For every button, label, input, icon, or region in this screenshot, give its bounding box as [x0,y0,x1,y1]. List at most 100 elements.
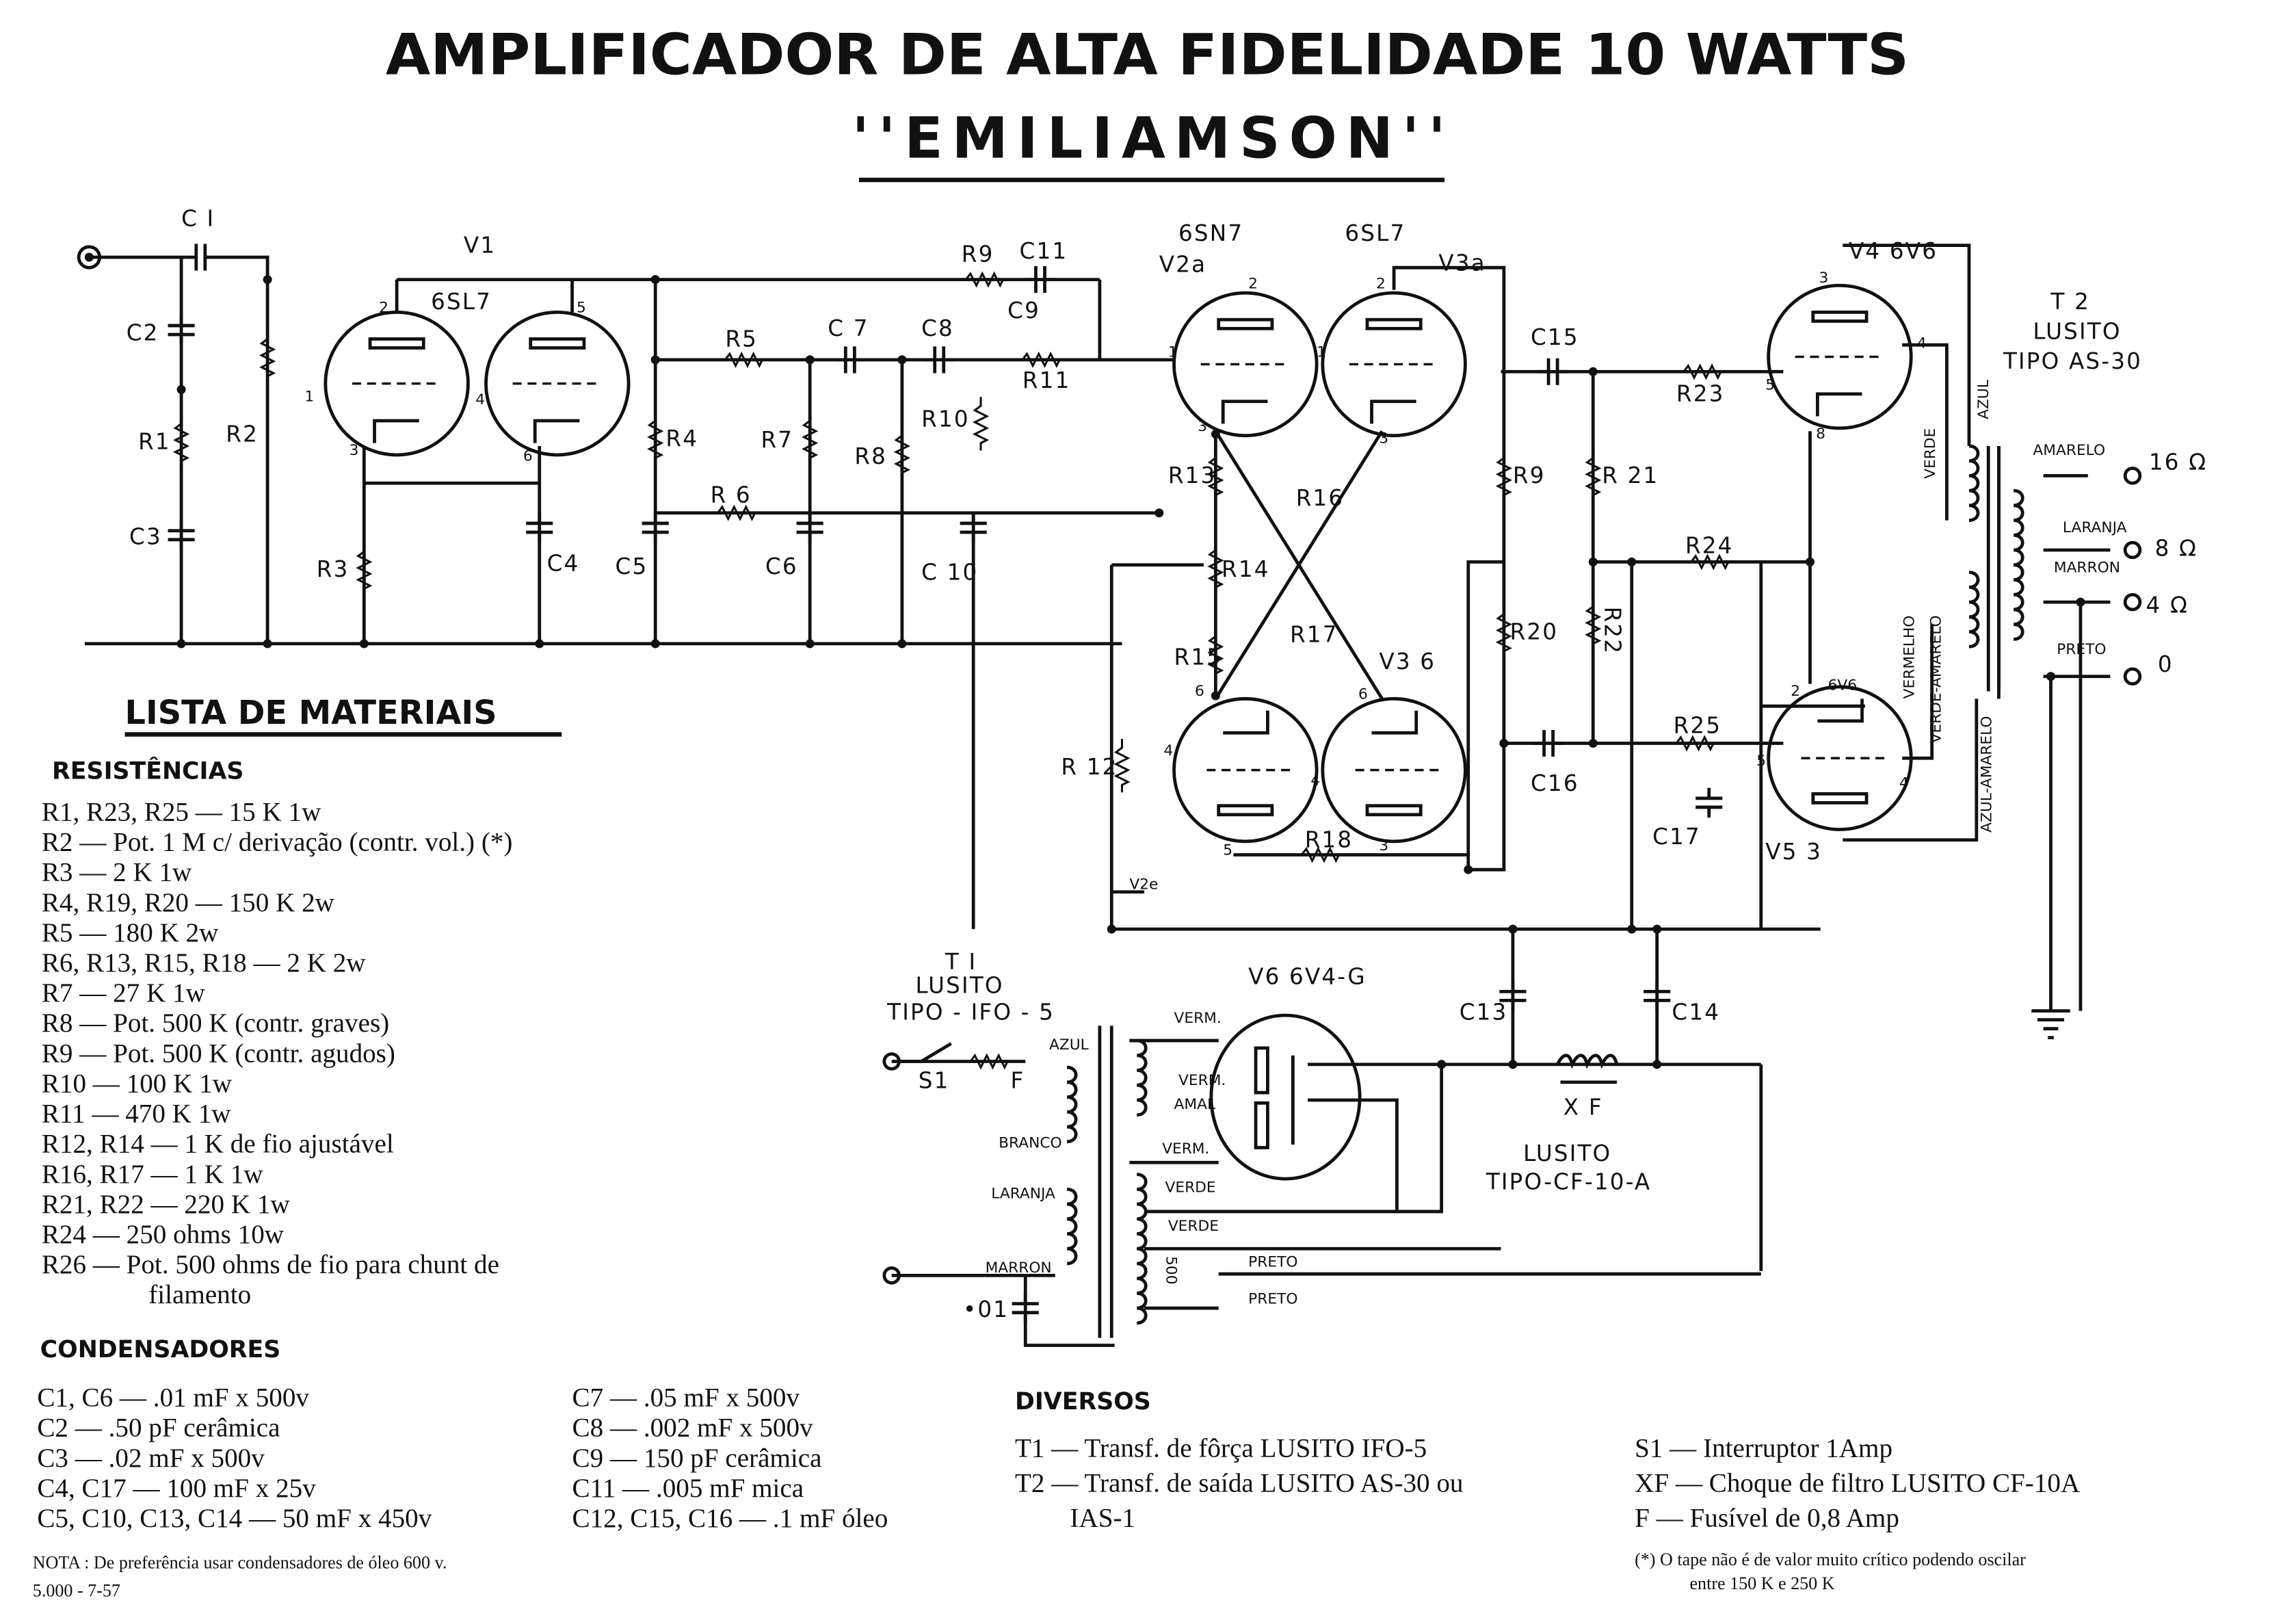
t2-output-color: LARANJA [2063,519,2127,536]
label-v3b: V3 6 [1379,649,1436,675]
capacitors-heading: CONDENSADORES [40,1336,281,1363]
pin-label: 1 [304,389,314,406]
resistor-item: R3 — 2 K 1w [42,858,192,887]
pin-label: 6 [1195,683,1204,700]
resistor-item: filamento [148,1280,251,1309]
pin-label: 6 [523,448,533,465]
label-v6: V6 6V4-G [1248,963,1367,989]
resistor-item: R6, R13, R15, R18 — 2 K 2w [42,948,366,978]
label-c3: C3 [129,523,162,549]
label-c7: C 7 [828,315,869,341]
pin-label: 5 [1756,753,1766,770]
print-code: 5.000 - 7-57 [33,1581,120,1601]
capacitor-item: C8 — .002 mF x 500v [572,1413,813,1443]
tube-v3a [1323,293,1466,436]
label-r15: R15 [1174,644,1223,670]
misc-item: T2 — Transf. de saída LUSITO AS-30 ou [1015,1469,1463,1498]
tube-v3b [1323,698,1466,841]
t2-wire-verde: VERDE [1922,428,1939,479]
pin-label: 1 [1168,344,1178,361]
resistor-item: R11 — 470 K 1w [42,1099,231,1129]
resistor-item: R2 — Pot. 1 M c/ derivação (contr. vol.)… [42,828,513,857]
t2-wire-verde-amarelo: VERDE-AMARELO [1928,615,1945,743]
misc-item: IAS-1 [1070,1504,1135,1533]
label-r6: R 6 [711,482,752,508]
pin-label: 8 [1816,426,1825,443]
pin-label: 2 [1248,276,1258,293]
t2-output-impedance: 4 Ω [2146,592,2189,618]
t1-wire: PRETO [1248,1291,1297,1308]
t2-output-color: MARRON [2054,560,2120,577]
label-v5: V5 3 [1765,839,1822,865]
label-c1: C I [181,205,215,231]
resistor-item: R12, R14 — 1 K de fio ajustável [42,1129,394,1159]
t2-output-impedance: 0 [2158,651,2174,677]
pin-label: 4 [475,391,485,408]
xf-brand: LUSITO [1523,1140,1611,1166]
label-c2: C2 [127,320,159,346]
component-labels: C I C2 R1 C3 R2 R3 C4 R4 C5 R5 R 6 R7 C6… [127,205,2207,1322]
pin-label: 2 [379,299,388,316]
label-v2e: V2e [1129,876,1158,893]
pin-label: 4 [1163,742,1173,759]
note: NOTA : De preferência usar condensadores… [33,1552,447,1572]
pin-label: 5 [577,299,586,316]
t2-output-impedance: 8 Ω [2155,536,2198,562]
label-c9: C9 [1007,298,1040,324]
label-c8: C8 [921,315,954,341]
label-v1-type: 6SL7 [431,289,492,315]
t2-wire-vermelho: VERMELHO [1901,616,1918,699]
tube-v6 [1209,1013,1399,1212]
pin-label: 3 [349,442,359,459]
label-xf: X F [1563,1095,1603,1121]
misc-heading: DIVERSOS [1015,1388,1151,1415]
pin-label: 1 [1317,344,1326,361]
label-c6: C6 [765,553,798,579]
label-v1: V1 [464,232,496,258]
materials-title: LISTA DE MATERIAIS [125,694,497,732]
label-r25: R25 [1674,712,1722,738]
t2-wire-azul-amarelo: AZUL-AMARELO [1979,716,1996,832]
schematic-wires [77,244,2111,1347]
resistor-item: R10 — 100 K 1w [42,1069,233,1098]
label-s1: S1 [919,1068,950,1094]
footnote: entre 150 K e 250 K [1689,1573,1834,1593]
resistor-item: R7 — 27 K 1w [42,978,206,1008]
tube-v2b [1174,698,1317,841]
t2-output-color: PRETO [2057,641,2106,658]
resistor-item: R9 — Pot. 500 K (contr. agudos) [42,1038,395,1068]
capacitor-item: C5, C10, C13, C14 — 50 mF x 450v [37,1504,432,1533]
label-r12: R 12 [1061,754,1118,780]
t1-wire: BRANCO [999,1135,1061,1152]
t2-brand: LUSITO [2033,318,2121,344]
pin-label: 6 [1358,685,1368,703]
pin-label: 5 [1223,841,1232,859]
label-r18: R18 [1305,827,1354,853]
capacitor-item: C3 — .02 mF x 500v [37,1443,265,1473]
resistor-item: R24 — 250 ohms 10w [42,1220,285,1249]
label-r24: R24 [1685,532,1734,558]
resistors-heading: RESISTÊNCIAS [52,757,243,785]
pin-label: 4 [1917,335,1927,352]
t1-wire: AZUL [1049,1036,1089,1054]
t1-wire: PRETO [1248,1253,1297,1270]
label-v2-type: 6SN7 [1178,220,1243,246]
capacitor-item: C4, C17 — 100 mF x 25v [37,1474,316,1503]
label-r14: R14 [1222,556,1270,582]
misc-item: F — Fusível de 0,8 Amp [1635,1504,1899,1533]
label-r8: R8 [854,443,887,469]
t2-type: TIPO AS-30 [2003,348,2142,374]
pin-label: 3 [1198,418,1207,435]
t2-output-impedance: 16 Ω [2149,449,2207,475]
t2-wire-azul: AZUL [1975,380,1992,419]
pin-label: 4 [1899,775,1909,792]
pin-label: 4 [1310,772,1320,789]
label-v3a: V3a [1438,250,1486,276]
label-r17: R17 [1290,622,1338,648]
label-r11: R11 [1022,367,1071,393]
t2-output-color: AMARELO [2033,442,2105,459]
label-r21: R 21 [1602,462,1659,488]
label-r7: R7 [761,427,793,453]
